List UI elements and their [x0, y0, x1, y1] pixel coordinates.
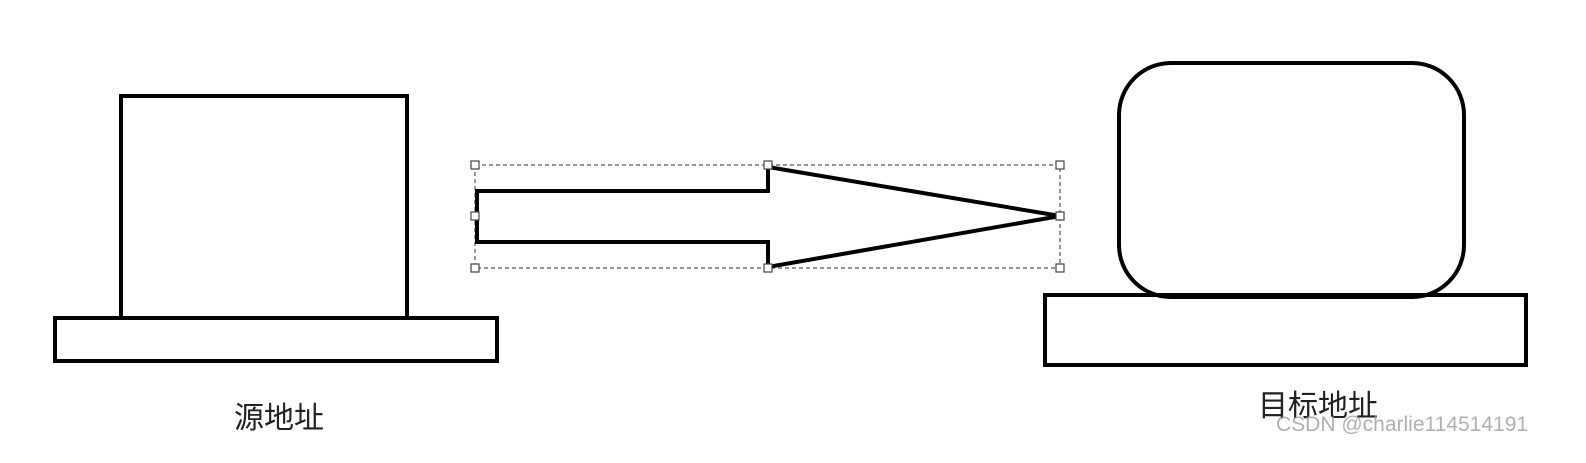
- resize-handle-bottom-middle[interactable]: [763, 263, 773, 273]
- arrow-right-icon[interactable]: [475, 164, 1061, 270]
- source-monitor: [119, 94, 409, 320]
- resize-handle-bottom-right[interactable]: [1055, 263, 1065, 273]
- arrow-shape[interactable]: [470, 160, 1065, 273]
- source-computer-icon: [53, 94, 499, 363]
- source-base: [53, 316, 499, 363]
- resize-handles: [470, 160, 1065, 273]
- resize-handle-middle-left[interactable]: [470, 211, 480, 221]
- csdn-watermark: CSDN @charlie114514191: [1276, 413, 1529, 436]
- target-address-label: 目标地址: [1258, 389, 1378, 424]
- resize-handle-top-left[interactable]: [470, 160, 480, 170]
- target-computer-icon: [1043, 61, 1528, 367]
- target-base: [1043, 293, 1528, 367]
- resize-handle-top-middle[interactable]: [763, 160, 773, 170]
- resize-handle-top-right[interactable]: [1055, 160, 1065, 170]
- source-address-label: 源地址: [234, 401, 324, 436]
- resize-handle-bottom-left[interactable]: [470, 263, 480, 273]
- target-monitor: [1117, 61, 1466, 299]
- resize-handle-middle-right[interactable]: [1055, 211, 1065, 221]
